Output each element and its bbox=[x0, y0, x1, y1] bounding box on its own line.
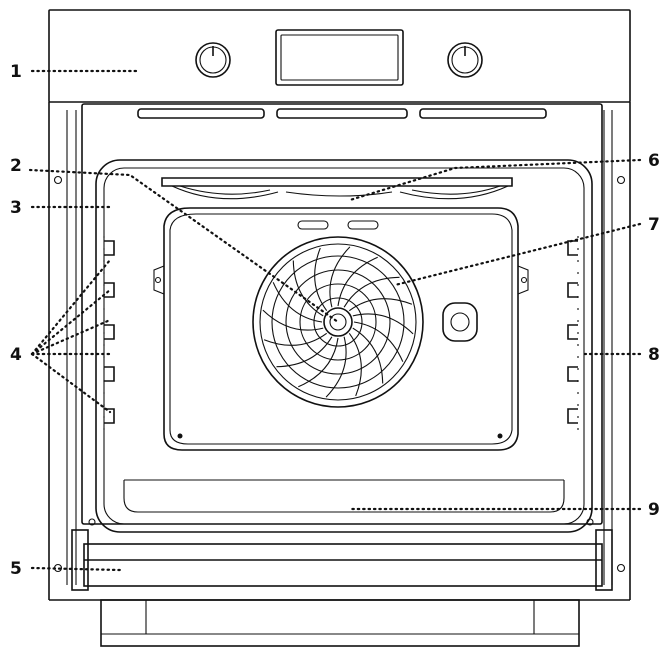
oven-cavity bbox=[95, 159, 593, 533]
fan-blade bbox=[337, 256, 378, 307]
rear-wall-panel bbox=[153, 207, 529, 451]
fan-blade bbox=[348, 298, 413, 312]
callout-9: 9 bbox=[648, 500, 660, 520]
lamp-icon bbox=[442, 302, 478, 342]
fan-blade bbox=[262, 309, 324, 331]
fan-icon bbox=[252, 236, 424, 408]
shelf-guide-bracket bbox=[104, 282, 115, 298]
leader-lines bbox=[28, 69, 642, 572]
fan-blade bbox=[292, 260, 324, 317]
callout-8: 8 bbox=[648, 345, 660, 365]
oven-door bbox=[71, 518, 613, 647]
shelf-guide-bracket bbox=[104, 366, 115, 382]
shelf-guide-bracket bbox=[567, 366, 578, 382]
callout-4: 4 bbox=[10, 345, 22, 365]
shelf-guide-bracket bbox=[104, 240, 115, 256]
oven-housing bbox=[48, 102, 631, 601]
fan-blades bbox=[262, 246, 414, 398]
callout-3: 3 bbox=[10, 198, 22, 218]
callout-7: 7 bbox=[648, 215, 660, 235]
callout-5: 5 bbox=[10, 559, 22, 579]
fan-blade bbox=[272, 282, 323, 323]
shelf-guide-bracket bbox=[567, 324, 578, 340]
control-panel bbox=[48, 9, 631, 103]
fan-blade bbox=[329, 246, 351, 308]
fan-blade bbox=[298, 337, 339, 388]
fan-blade bbox=[325, 336, 347, 398]
fan-blade bbox=[352, 327, 384, 384]
callout-6: 6 bbox=[648, 151, 660, 171]
fan-blade bbox=[263, 332, 328, 346]
shelf-guides bbox=[103, 236, 579, 440]
fan-blade bbox=[353, 321, 404, 362]
fan-blade bbox=[352, 313, 414, 335]
left-control-knob-icon bbox=[195, 42, 231, 78]
shelf-guide-bracket bbox=[104, 408, 115, 424]
shelf-guide-bracket bbox=[104, 324, 115, 340]
callout-2: 2 bbox=[10, 156, 22, 176]
display-window-icon bbox=[275, 29, 404, 86]
vent-slots bbox=[137, 108, 547, 119]
fan-blade bbox=[276, 336, 333, 368]
top-heating-element bbox=[161, 177, 513, 200]
fan-blade bbox=[348, 332, 362, 397]
shelf-guide-bracket bbox=[567, 408, 578, 424]
fan-blade bbox=[343, 276, 400, 308]
callout-1: 1 bbox=[10, 62, 22, 82]
right-control-knob-icon bbox=[447, 42, 483, 78]
callout-labels: 1 2 3 4 5 6 7 8 9 bbox=[10, 62, 660, 579]
shelf-guide-bracket bbox=[567, 240, 578, 256]
fan-blade bbox=[314, 247, 328, 312]
shelf-guide-bracket bbox=[567, 282, 578, 298]
